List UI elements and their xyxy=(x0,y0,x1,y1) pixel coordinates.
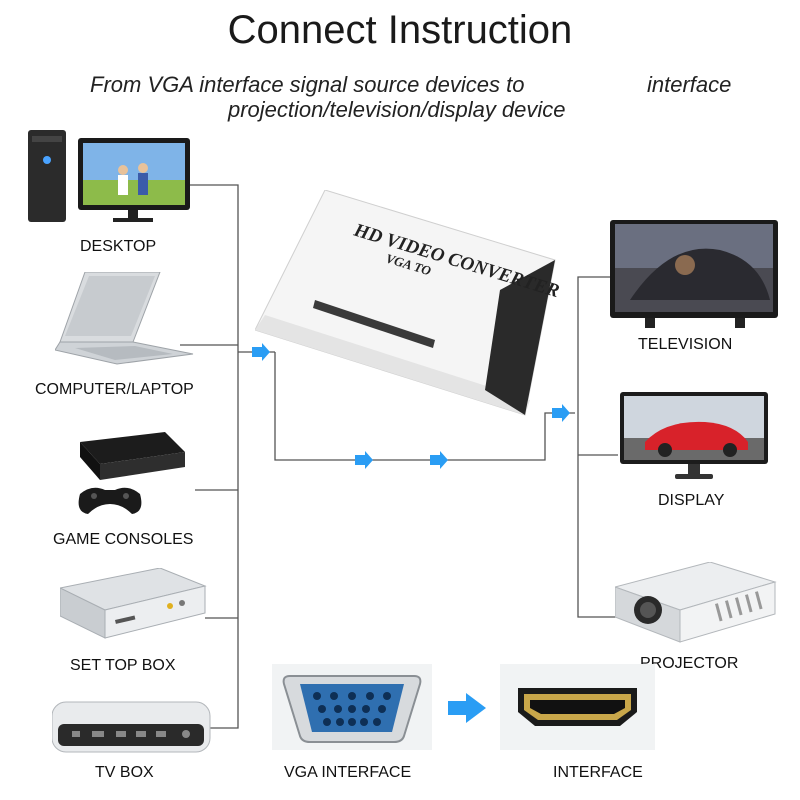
vga-interface-panel xyxy=(272,664,432,750)
hdmi-port-icon xyxy=(518,688,637,726)
subtitle-line1-part2: interface xyxy=(647,72,732,97)
output-label-projector: PROJECTOR xyxy=(640,655,739,672)
source-label-desktop: DESKTOP xyxy=(80,238,157,255)
laptop-icon xyxy=(54,271,195,372)
arrow-icon xyxy=(252,343,270,361)
source-label-set-top-box: SET TOP BOX xyxy=(70,657,176,674)
game-console-icon xyxy=(70,432,190,527)
subtitle-line2: projection/television/display device xyxy=(228,97,566,122)
output-label-display: DISPLAY xyxy=(658,492,725,509)
desktop-icon xyxy=(28,130,193,235)
output-bus-line xyxy=(577,276,618,618)
subtitle-line1-part1: From VGA interface signal source devices… xyxy=(90,72,525,97)
arrow-icon xyxy=(355,451,373,469)
vga-port-icon xyxy=(282,675,422,743)
tv-box-icon xyxy=(51,698,212,761)
vga-interface-label: VGA INTERFACE xyxy=(284,764,412,781)
arrow-icon xyxy=(430,451,448,469)
page-title: Connect Instruction xyxy=(227,8,573,52)
projector-icon xyxy=(613,561,780,652)
set-top-box-icon xyxy=(58,567,210,653)
source-label-tv-box: TV BOX xyxy=(95,764,154,781)
converter-device-icon: HD VIDEO CONVERTER VGA TO xyxy=(254,189,562,425)
display-icon xyxy=(620,392,770,492)
output-interface-label: INTERFACE xyxy=(553,764,643,781)
source-bus-line xyxy=(190,184,239,729)
television-icon xyxy=(610,220,780,335)
arrow-icon xyxy=(552,404,570,422)
interface-arrow-icon xyxy=(448,693,486,723)
source-label-laptop: COMPUTER/LAPTOP xyxy=(35,381,194,398)
output-interface-panel xyxy=(500,664,655,750)
source-label-game-consoles: GAME CONSOLES xyxy=(53,531,194,548)
output-label-television: TELEVISION xyxy=(638,336,733,353)
